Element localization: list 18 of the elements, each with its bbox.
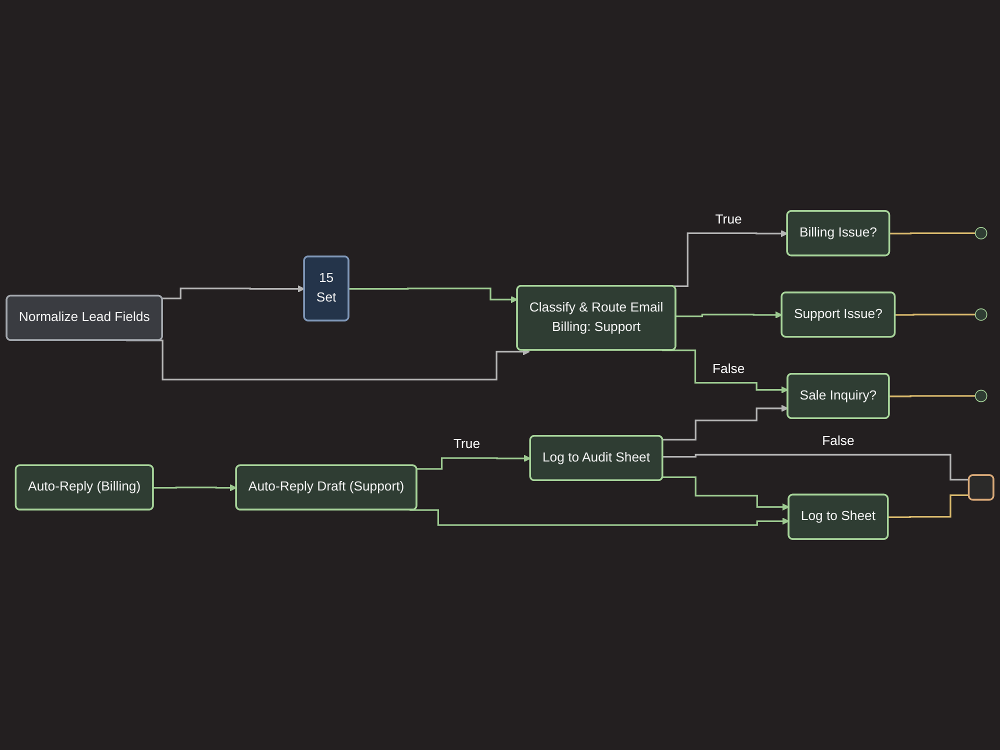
connector	[888, 494, 970, 518]
connector	[889, 395, 976, 398]
arrow	[676, 311, 782, 319]
arrow	[662, 404, 788, 440]
arrow	[662, 350, 788, 394]
arrow	[416, 454, 531, 470]
connector	[895, 314, 976, 316]
edge-label: True	[453, 437, 480, 452]
arrow	[410, 509, 790, 526]
edge-label: False	[712, 362, 745, 376]
arrow	[153, 484, 237, 492]
edge-label: True	[715, 212, 742, 227]
arrow	[162, 285, 305, 300]
edge-label: False	[822, 434, 854, 448]
connector	[890, 232, 976, 234]
connector	[662, 454, 970, 480]
arrow	[662, 476, 790, 511]
arrow	[348, 288, 518, 304]
